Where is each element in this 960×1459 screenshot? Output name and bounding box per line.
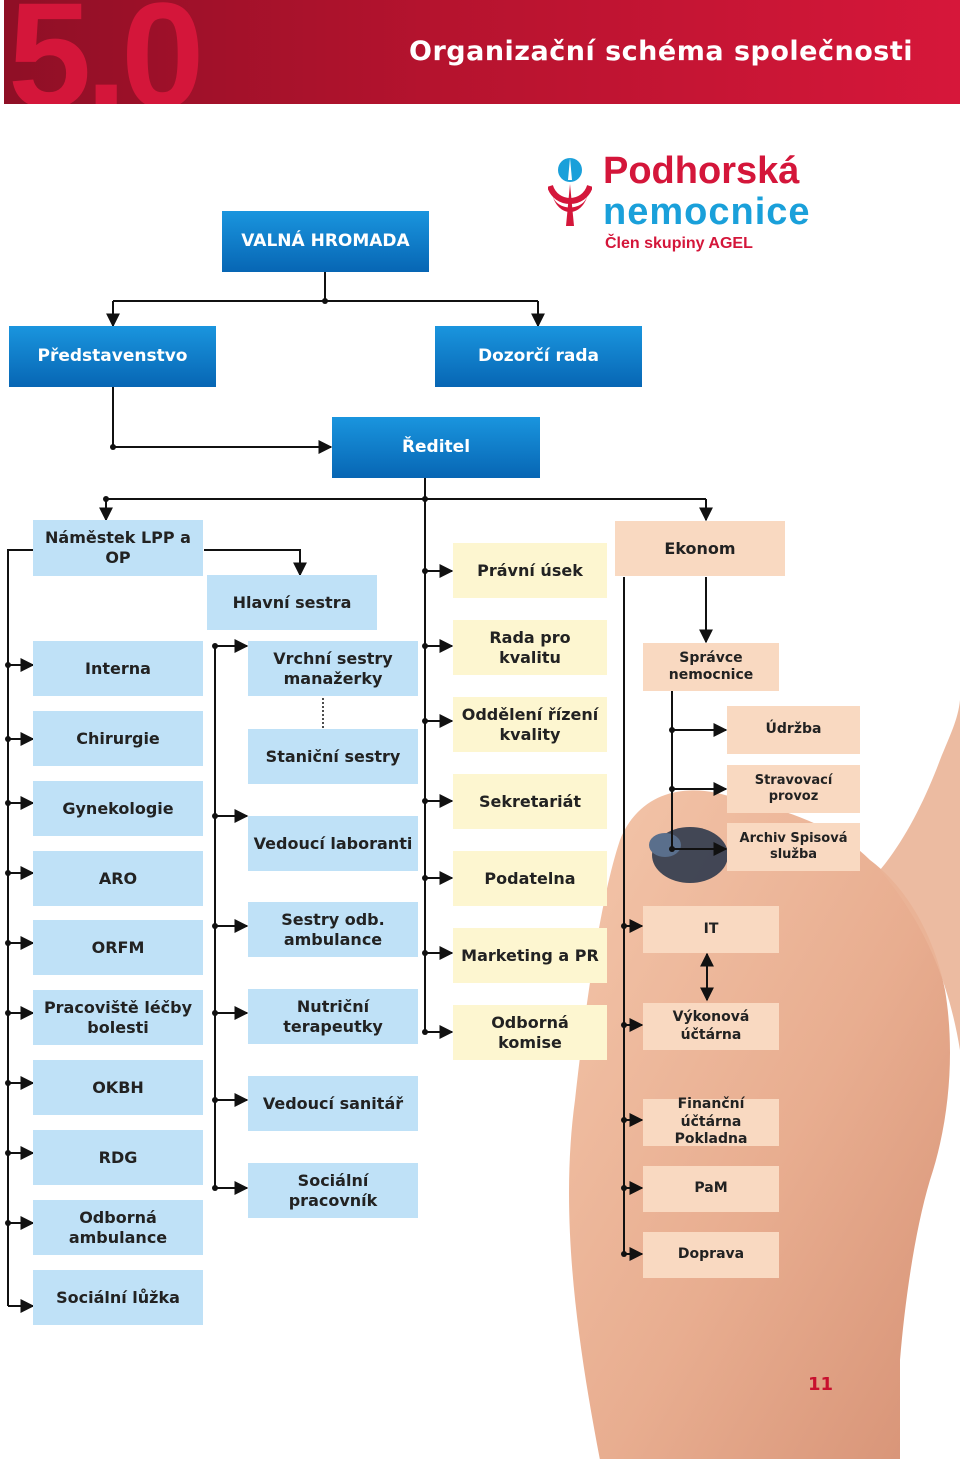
box-rada-pro-kvalitu: Rada pro kvalitu <box>453 620 607 675</box>
box-dozorci-rada: Dozorčí rada <box>435 326 642 387</box>
box-sekretariat: Sekretariát <box>453 774 607 829</box>
company-logo: Podhorská nemocnice Člen skupiny AGEL <box>548 152 848 262</box>
box-odborna-komise: Odborná komise <box>453 1005 607 1060</box>
box-valna-hromada: VALNÁ HROMADA <box>222 211 429 272</box>
box-okbh: OKBH <box>33 1060 203 1115</box>
page-title: Organizační schéma společnosti <box>409 36 913 67</box>
logo-text-nemocnice: nemocnice <box>603 191 811 233</box>
box-gynekologie: Gynekologie <box>33 781 203 836</box>
box-pracoviste-lecby-bolesti: Pracoviště léčby bolesti <box>33 990 203 1045</box>
box-vedouci-laboranti: Vedoucí laboranti <box>248 816 418 871</box>
logo-figure-icon <box>548 158 592 226</box>
box-it: IT <box>643 906 779 953</box>
box-stanicni-sestry: Staniční sestry <box>248 729 418 784</box>
box-nutricni-terapeutky: Nutriční terapeutky <box>248 989 418 1044</box>
section-number: 5.0 <box>8 0 205 104</box>
box-predstavenstvo: Představenstvo <box>9 326 216 387</box>
box-aro: ARO <box>33 851 203 906</box>
box-interna: Interna <box>33 641 203 696</box>
box-marketing-a-pr: Marketing a PR <box>453 928 607 983</box>
box-socialni-pracovnik: Sociální pracovník <box>248 1163 418 1218</box>
box-rdg: RDG <box>33 1130 203 1185</box>
box-vykonova-uctarna: Výkonová účtárna <box>643 1003 779 1050</box>
box-vrchni-sestry-manazerky: Vrchní sestry manažerky <box>248 641 418 696</box>
box-odborna-ambulance: Odborná ambulance <box>33 1200 203 1255</box>
box-namestek-lpp-op: Náměstek LPP a OP <box>33 520 203 576</box>
page-number: 11 <box>808 1374 834 1395</box>
box-ekonom: Ekonom <box>615 521 785 576</box>
box-pam: PaM <box>643 1166 779 1212</box>
box-archiv-spisova-sluzba: Archiv Spisová služba <box>727 823 860 871</box>
logo-text-podhorska: Podhorská <box>603 150 800 192</box>
box-vedouci-sanitar: Vedoucí sanitář <box>248 1076 418 1131</box>
box-sestry-odb-ambulance: Sestry odb. ambulance <box>248 902 418 957</box>
box-oddeleni-rizeni-kvality: Oddělení řízení kvality <box>453 697 607 752</box>
box-socialni-luzka: Sociální lůžka <box>33 1270 203 1325</box>
box-udrzba: Údržba <box>727 706 860 754</box>
box-pravni-usek: Právní úsek <box>453 543 607 598</box>
box-hlavni-sestra: Hlavní sestra <box>207 575 377 630</box>
box-doprava: Doprava <box>643 1232 779 1278</box>
box-spravce-nemocnice: Správce nemocnice <box>643 643 779 691</box>
header-banner: 5.0 Organizační schéma společnosti <box>4 0 960 104</box>
box-stravovaci-provoz: Stravovací provoz <box>727 765 860 813</box>
box-reditel: Ředitel <box>332 417 540 478</box>
box-financni-uctarna-pokladna: Finanční účtárna Pokladna <box>643 1096 779 1147</box>
logo-text-tagline: Člen skupiny AGEL <box>605 235 753 252</box>
box-podatelna: Podatelna <box>453 851 607 906</box>
box-chirurgie: Chirurgie <box>33 711 203 766</box>
box-orfm: ORFM <box>33 920 203 975</box>
